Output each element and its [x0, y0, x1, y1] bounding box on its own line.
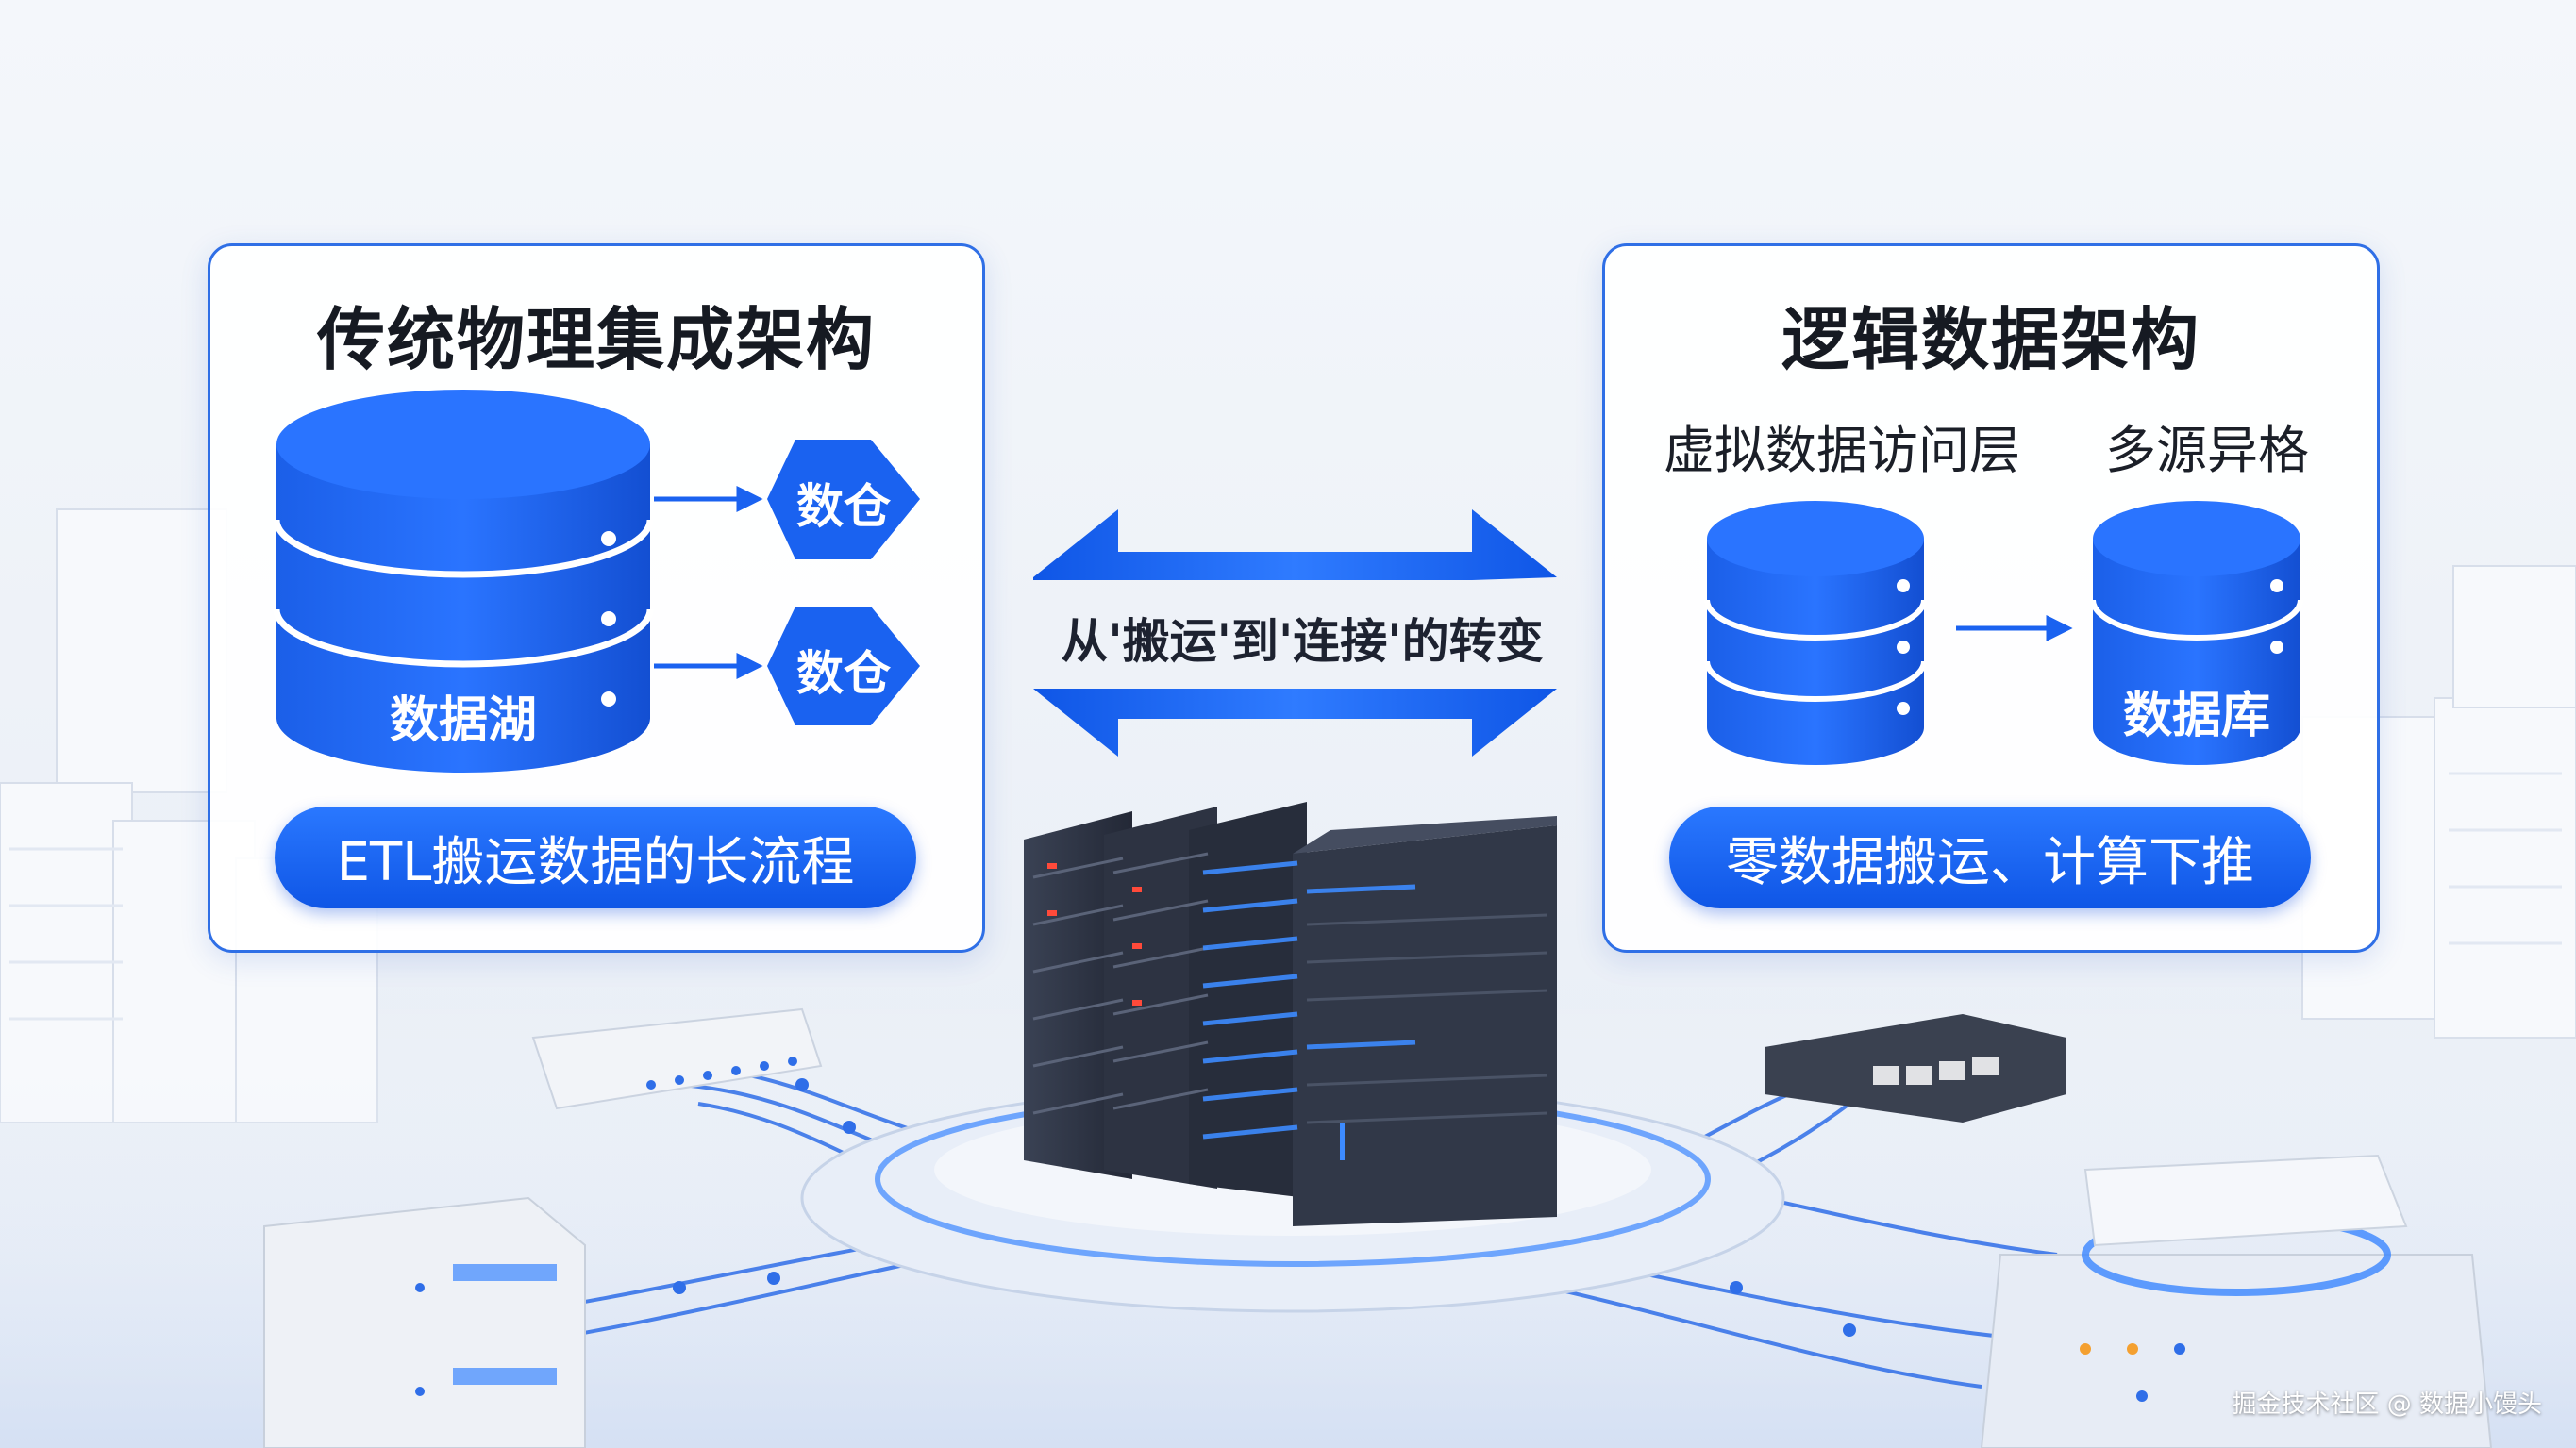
- arrow-left-icon: [1033, 689, 1557, 757]
- zero-movement-pill: 零数据搬运、计算下推: [1669, 807, 2311, 908]
- data-lake-diagram: [273, 390, 920, 773]
- etl-flow-pill: ETL搬运数据的长流程: [275, 807, 916, 908]
- database-label: 数据库: [2122, 688, 2270, 744]
- logical-architecture-title: 逻辑数据架构: [1781, 300, 2200, 379]
- logical-architecture-panel: 逻辑数据架构 虚拟数据访问层 多源异格: [1602, 243, 2380, 953]
- database-icon: [2090, 501, 2303, 765]
- warehouse-hexagon-2: [767, 607, 920, 725]
- watermark: 掘金技术社区 @ 数据小馒头: [2232, 1390, 2542, 1419]
- warehouse-label-2: 数仓: [796, 646, 891, 701]
- virtual-access-layer-label: 虚拟数据访问层: [1664, 421, 2020, 480]
- double-arrow: [1033, 509, 1557, 757]
- flow-arrow: [654, 485, 763, 680]
- arrow-right-icon: [1033, 509, 1557, 580]
- traditional-architecture-title: 传统物理集成架构: [316, 300, 876, 379]
- traditional-architecture-panel: 传统物理集成架构 数据湖 数仓 数仓 ETL: [208, 243, 985, 953]
- flow-arrow: [1956, 614, 2073, 642]
- logical-db-diagram: [1704, 501, 2303, 765]
- warehouse-hexagon-1: [767, 440, 920, 559]
- data-lake-label: 数据湖: [389, 692, 537, 749]
- transition-caption: 从'搬运'到'连接'的转变: [1061, 614, 1544, 669]
- virtual-layer-db-icon: [1704, 501, 1927, 765]
- multi-source-label: 多源异格: [2105, 421, 2309, 480]
- data-lake-icon: [273, 390, 654, 773]
- warehouse-label-1: 数仓: [796, 479, 891, 534]
